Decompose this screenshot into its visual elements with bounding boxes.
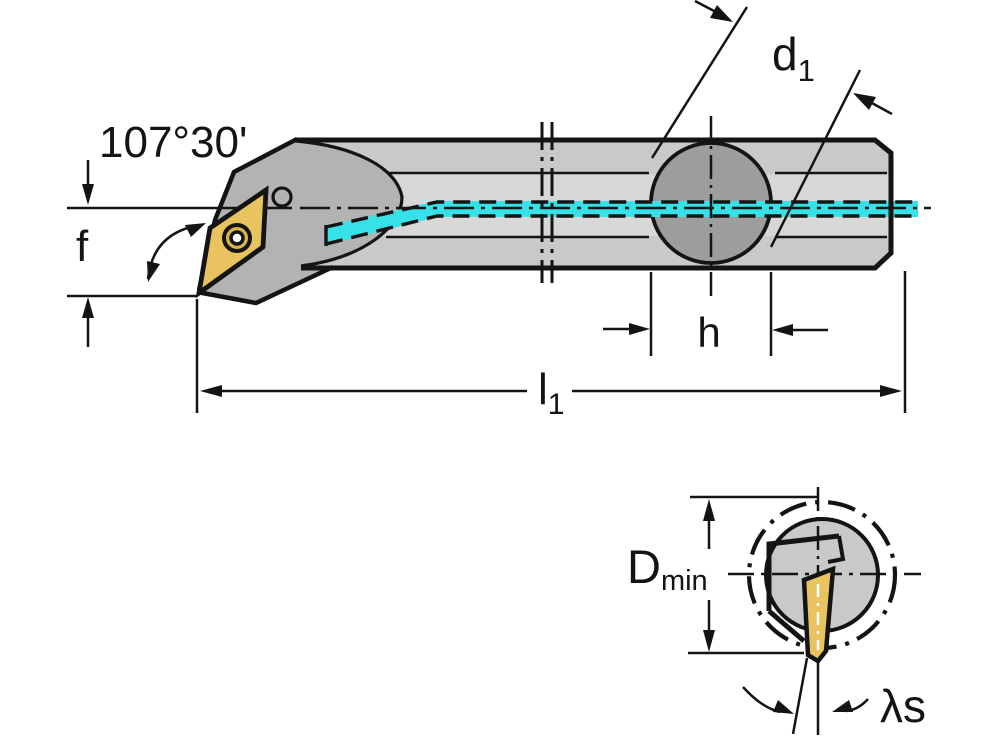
d1-label: d1 — [772, 28, 815, 88]
h-dimension: h — [603, 272, 828, 356]
l1-arrow-right — [880, 385, 902, 397]
angle-arrow-bottom — [147, 261, 160, 282]
dmin-arrow-up — [703, 499, 715, 521]
angle-arrow-top — [185, 223, 206, 237]
bar-shading-bands — [295, 140, 891, 268]
dmin-dimension: Dmin — [627, 495, 818, 655]
h-label: h — [697, 309, 720, 356]
f-arrow-down — [82, 184, 94, 205]
d1-dimension: d1 — [650, 0, 893, 248]
tool-head — [197, 139, 402, 303]
pocket-relief-hole — [271, 186, 293, 208]
d1-tangent-upper — [650, 6, 749, 159]
d1-arrow-lower — [853, 93, 876, 110]
f-dimension: f — [67, 160, 197, 347]
lambda-s-dimension: λs — [742, 680, 926, 732]
coolant-channel — [324, 200, 918, 246]
bar-inner-lines — [386, 171, 887, 239]
dmin-label: Dmin — [627, 540, 708, 597]
lambda-arrow-left — [773, 700, 794, 714]
coolant-duct — [326, 201, 918, 245]
h-arrow-left — [629, 323, 650, 335]
d1-tangent-lower — [769, 69, 862, 248]
section-view: Dmin λs — [627, 487, 926, 735]
l1-arrow-left — [200, 385, 222, 397]
pocket-sweep-curve — [295, 139, 404, 268]
lambda-s-label: λs — [880, 680, 926, 732]
coolant-duct-walls — [325, 200, 918, 246]
h-arrow-right — [772, 324, 793, 336]
angle-label: 107°30' — [99, 118, 247, 167]
l1-label: l1 — [538, 365, 564, 421]
l1-dimension: l1 — [195, 271, 907, 421]
f-label: f — [76, 222, 89, 271]
d1-arrow-upper — [710, 5, 733, 22]
bar-outline — [295, 137, 894, 271]
dmin-arrow-down — [703, 630, 715, 652]
f-arrow-up — [82, 297, 94, 318]
angle-dimension: 107°30' — [99, 118, 247, 282]
seat-outline — [766, 533, 846, 643]
lambda-arc-left — [742, 686, 781, 714]
lambda-incline-line — [791, 657, 809, 735]
break-lines — [540, 122, 554, 283]
side-view — [67, 116, 931, 306]
lambda-arrow-right — [832, 700, 853, 712]
insert-screw-hole — [229, 230, 245, 246]
